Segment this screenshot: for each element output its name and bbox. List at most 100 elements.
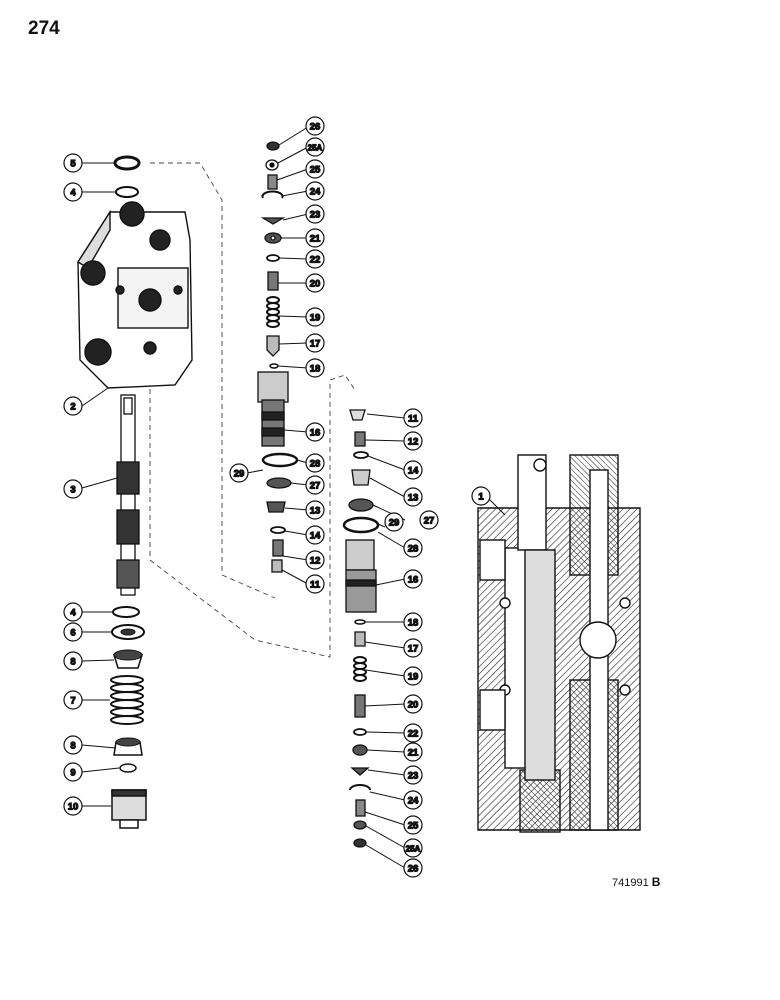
- svg-text:21: 21: [310, 234, 321, 245]
- svg-text:4: 4: [70, 608, 76, 619]
- spring-7: [110, 675, 144, 725]
- relief-valve-stack-lower: [342, 409, 380, 848]
- callout-12: 12: [403, 431, 423, 451]
- callout-29: 29: [229, 463, 249, 483]
- svg-text:22: 22: [310, 255, 321, 266]
- sectional-view: [477, 454, 641, 833]
- callout-23: 23: [403, 765, 423, 785]
- svg-text:26: 26: [310, 122, 321, 133]
- svg-text:28: 28: [310, 459, 321, 470]
- callout-13: 13: [305, 500, 325, 520]
- svg-text:10: 10: [68, 802, 79, 813]
- callout-13: 13: [403, 487, 423, 507]
- svg-text:26: 26: [408, 864, 419, 875]
- spool: [116, 394, 140, 596]
- callout-19: 19: [305, 307, 325, 327]
- svg-text:1: 1: [478, 492, 484, 503]
- callout-10: 10: [63, 796, 83, 816]
- callout-2: 2: [63, 396, 83, 416]
- callout-25: 25: [305, 159, 325, 179]
- callout-21: 21: [305, 228, 325, 248]
- callout-28: 28: [403, 538, 423, 558]
- svg-text:28: 28: [408, 544, 419, 555]
- o-ring-5: [113, 155, 141, 171]
- callout-7: 7: [63, 690, 83, 710]
- callout-27: 27: [305, 475, 325, 495]
- callout-17: 17: [403, 638, 423, 658]
- page-number: 274: [28, 18, 60, 39]
- svg-text:5: 5: [70, 159, 76, 170]
- svg-text:8: 8: [70, 657, 75, 668]
- callout-11: 11: [403, 408, 423, 428]
- callout-25A: 25A: [403, 838, 423, 858]
- svg-text:16: 16: [408, 575, 419, 586]
- svg-text:13: 13: [408, 493, 419, 504]
- svg-text:22: 22: [408, 729, 419, 740]
- callout-14: 14: [305, 525, 325, 545]
- svg-text:16: 16: [310, 428, 321, 439]
- svg-text:20: 20: [310, 279, 321, 290]
- callout-14: 14: [403, 460, 423, 480]
- callout-24: 24: [305, 181, 325, 201]
- callout-16: 16: [403, 569, 423, 589]
- callout-26: 26: [305, 116, 325, 136]
- svg-text:21: 21: [408, 748, 419, 759]
- callout-9: 9: [63, 762, 83, 782]
- callouts: 1 2 3 4 4 5 6 7 8 8 9 10 26 25A 25 24 23…: [63, 116, 491, 878]
- svg-text:25A: 25A: [406, 845, 421, 854]
- svg-text:19: 19: [310, 313, 321, 324]
- svg-text:25: 25: [408, 821, 419, 832]
- svg-text:12: 12: [408, 437, 419, 448]
- svg-text:18: 18: [310, 364, 321, 375]
- callout-18: 18: [403, 612, 423, 632]
- svg-text:6: 6: [70, 628, 75, 639]
- callout-17: 17: [305, 333, 325, 353]
- svg-text:23: 23: [310, 210, 321, 221]
- svg-text:25: 25: [310, 165, 321, 176]
- assembly-guide-lines: [149, 162, 356, 658]
- figure-code-suffix: B: [651, 875, 661, 889]
- svg-text:4: 4: [70, 188, 76, 199]
- callout-26: 26: [403, 858, 423, 878]
- svg-text:20: 20: [408, 700, 419, 711]
- callout-20: 20: [305, 273, 325, 293]
- callout-22: 22: [305, 249, 325, 269]
- svg-text:8: 8: [70, 741, 75, 752]
- callout-16: 16: [305, 422, 325, 442]
- svg-text:14: 14: [310, 531, 321, 542]
- relief-valve-stack-upper: [257, 141, 299, 573]
- o-ring-4-bottom: [112, 606, 140, 618]
- washer-9: [119, 763, 137, 773]
- callout-24: 24: [403, 790, 423, 810]
- callout-28: 28: [305, 453, 325, 473]
- retainer-8-top: [112, 649, 144, 669]
- callout-25A: 25A: [305, 137, 325, 157]
- svg-text:11: 11: [408, 414, 419, 425]
- svg-text:24: 24: [408, 796, 419, 807]
- svg-text:13: 13: [310, 506, 321, 517]
- callout-8: 8: [63, 651, 83, 671]
- svg-text:19: 19: [408, 672, 419, 683]
- figure-code: 741991 B: [612, 875, 660, 889]
- callout-20: 20: [403, 694, 423, 714]
- callout-1: 1: [471, 486, 491, 506]
- callout-12: 12: [305, 550, 325, 570]
- svg-text:14: 14: [408, 466, 419, 477]
- svg-text:2: 2: [70, 402, 75, 413]
- svg-text:7: 7: [70, 696, 75, 707]
- washer-6: [111, 624, 145, 640]
- callout-3: 3: [63, 479, 83, 499]
- callout-4: 4: [63, 602, 83, 622]
- callout-18: 18: [305, 358, 325, 378]
- callout-11: 11: [305, 574, 325, 594]
- callout-23: 23: [305, 204, 325, 224]
- svg-text:29: 29: [389, 518, 400, 529]
- callout-29: 29: [384, 512, 404, 532]
- svg-text:24: 24: [310, 187, 321, 198]
- svg-text:17: 17: [310, 339, 321, 350]
- svg-text:23: 23: [408, 771, 419, 782]
- svg-text:17: 17: [408, 644, 419, 655]
- callout-4: 4: [63, 182, 83, 202]
- callout-5: 5: [63, 153, 83, 173]
